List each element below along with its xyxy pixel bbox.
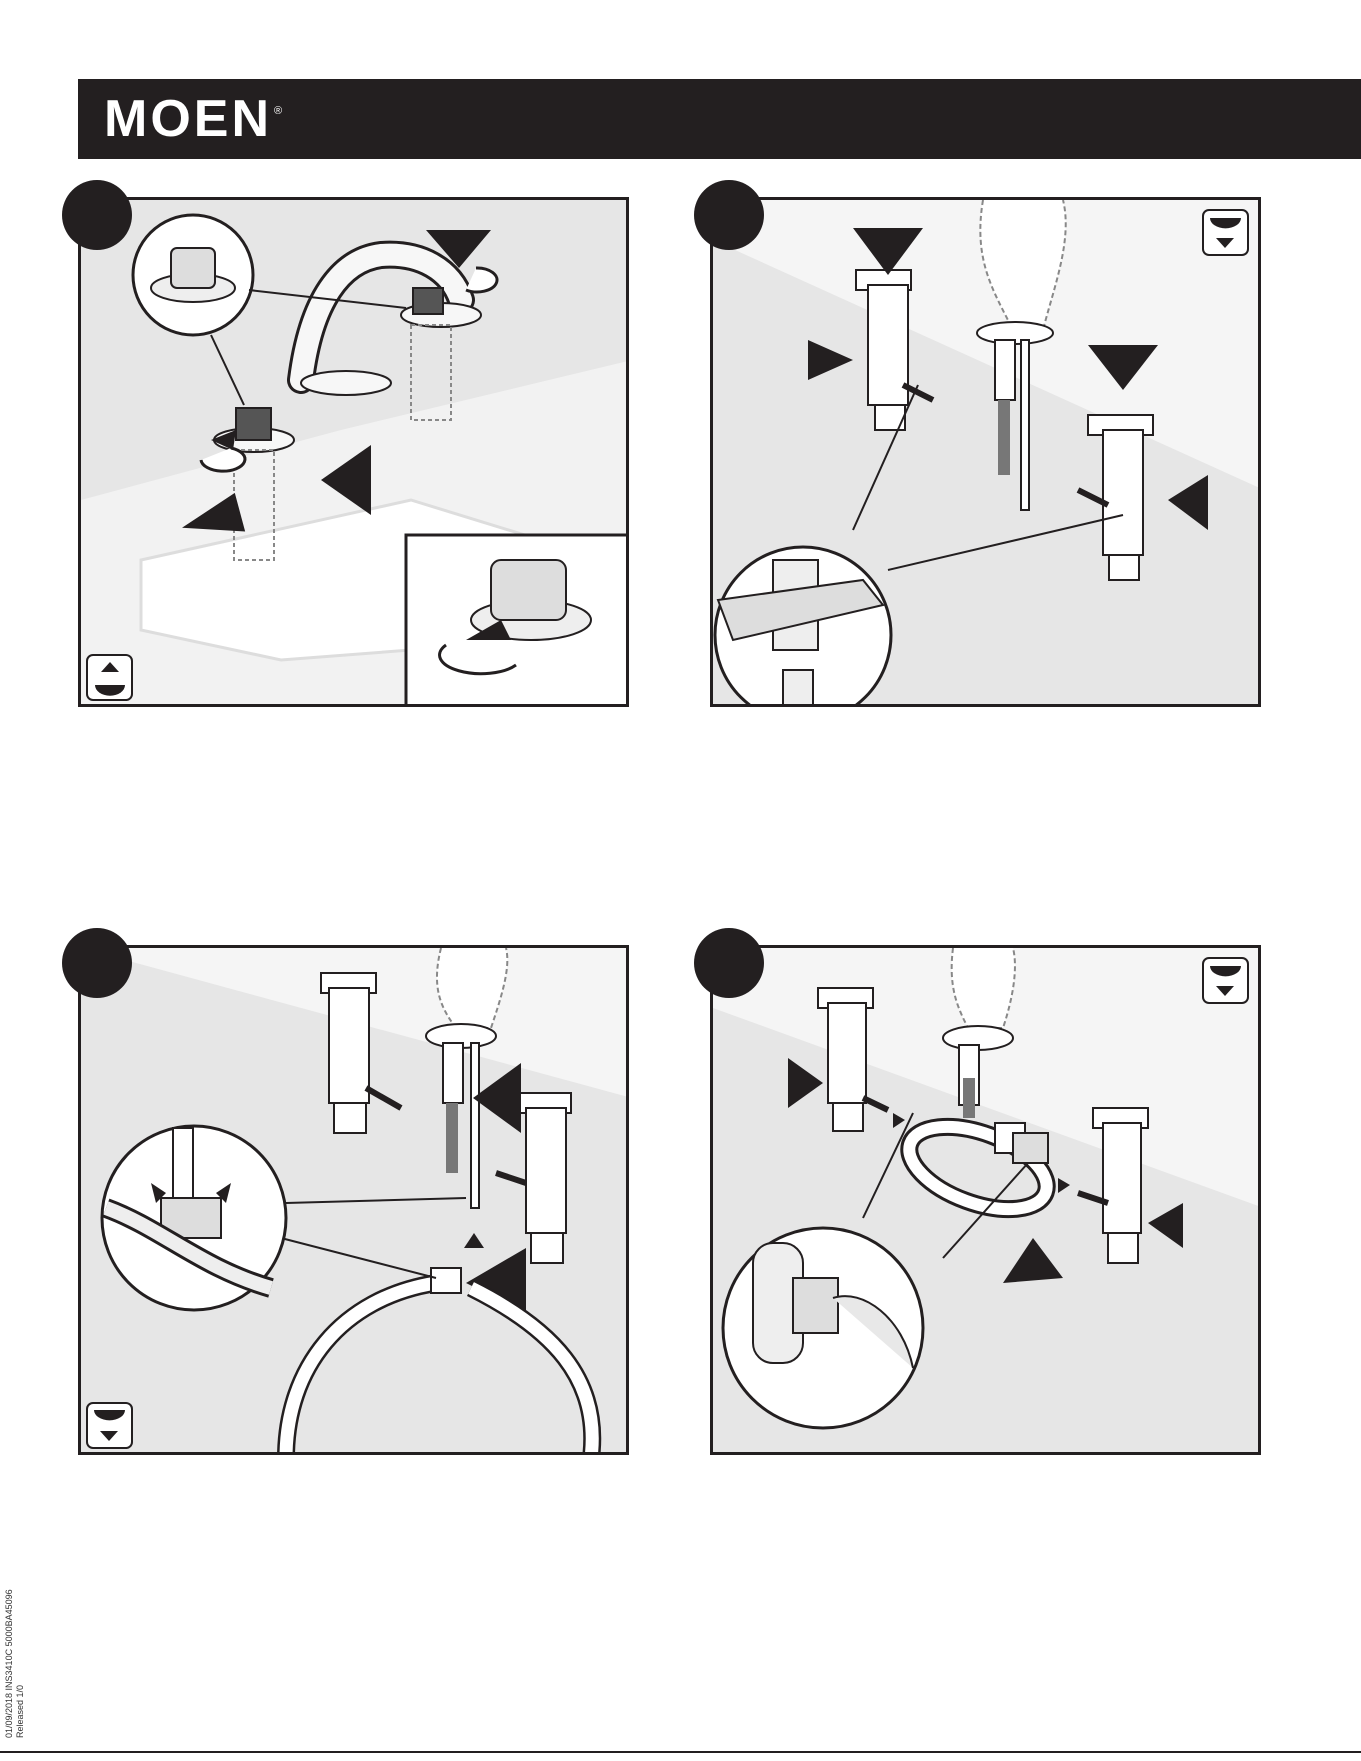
step-1-illustration xyxy=(81,200,629,707)
moen-logo: MOEN® xyxy=(104,89,280,149)
step-4-marker xyxy=(694,928,764,998)
step-2-marker xyxy=(694,180,764,250)
step-4-panel xyxy=(710,945,1261,1455)
step-4-illustration xyxy=(713,948,1261,1455)
brand-header: MOEN® xyxy=(78,79,1361,159)
step-1-marker xyxy=(62,180,132,250)
step-2-illustration xyxy=(713,200,1261,707)
footer-rule xyxy=(0,1751,1361,1753)
step-3-illustration xyxy=(81,948,629,1455)
step-3-marker xyxy=(62,928,132,998)
step-3-panel xyxy=(78,945,629,1455)
step-2-panel xyxy=(710,197,1261,707)
step-1-panel xyxy=(78,197,629,707)
document-codes: 01/09/2018 INS3410C 5000BA45096 Released… xyxy=(4,1610,34,1740)
